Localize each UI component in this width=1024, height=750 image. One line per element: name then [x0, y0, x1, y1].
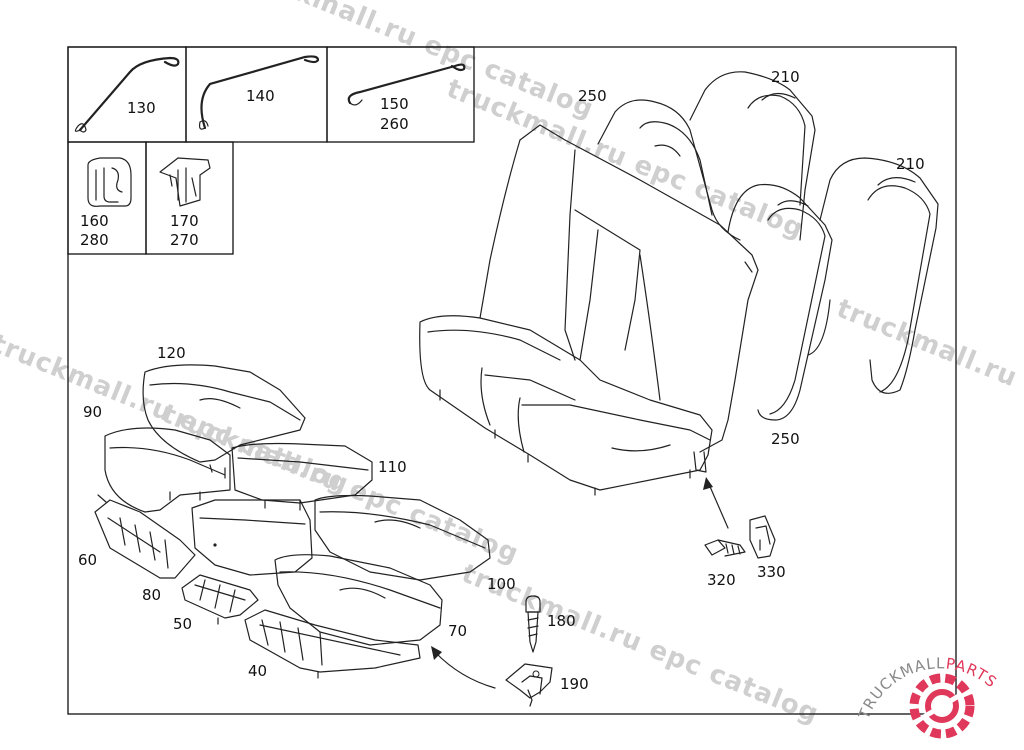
callout-70: 70 [448, 622, 467, 640]
watermark-text: truckmall.ru epc catalog [157, 399, 523, 570]
truckmall-logo: TRUCKMALLPARTS [855, 654, 1001, 739]
callout-320: 320 [707, 571, 736, 589]
callout-110: 110 [378, 458, 407, 476]
callout-100: 100 [487, 575, 516, 593]
watermark-text: truckmall.ru epc catalog [832, 294, 1024, 465]
callout-150: 150 [380, 95, 409, 113]
callout-260: 260 [380, 115, 409, 133]
callout-140: 140 [246, 87, 275, 105]
callout-labels: 130 140 150 260 160 280 170 270 120 90 1… [78, 68, 925, 693]
screw-part-320 [704, 539, 746, 557]
callout-330: 330 [757, 563, 786, 581]
clip-part-160 [87, 157, 132, 207]
wire-part-140 [198, 55, 320, 130]
wire-part-130 [74, 56, 180, 133]
callout-130: 130 [127, 99, 156, 117]
clip-part-170 [159, 157, 211, 207]
rear-bench-seat [419, 71, 939, 496]
clip-nut-part-330 [749, 515, 776, 559]
callout-180: 180 [547, 612, 576, 630]
callout-170: 170 [170, 212, 199, 230]
callout-250-bottom: 250 [771, 430, 800, 448]
front-seats [94, 364, 491, 679]
arrow-to-rear-seat [703, 477, 729, 529]
callout-50: 50 [173, 615, 192, 633]
callout-160: 160 [80, 212, 109, 230]
gear-logo-icon [909, 673, 975, 739]
wire-part-150 [347, 63, 466, 106]
clip-nut-part-190 [505, 663, 553, 707]
callout-90: 90 [83, 403, 102, 421]
callout-210-right: 210 [896, 155, 925, 173]
callout-210-top: 210 [771, 68, 800, 86]
watermark-text: truckmall.ru epc catalog [442, 74, 808, 245]
inset-boxes [67, 46, 475, 255]
callout-40: 40 [248, 662, 267, 680]
diagram-frame [67, 46, 957, 715]
screw-part-180 [525, 595, 541, 653]
callout-270: 270 [170, 231, 199, 249]
callout-60: 60 [78, 551, 97, 569]
callout-80: 80 [142, 586, 161, 604]
callout-190: 190 [560, 675, 589, 693]
logo-text-accent: PARTS [945, 655, 1001, 692]
callout-120: 120 [157, 344, 186, 362]
arrow-to-front-seat [431, 646, 496, 689]
callout-280: 280 [80, 231, 109, 249]
callout-250-top: 250 [578, 87, 607, 105]
